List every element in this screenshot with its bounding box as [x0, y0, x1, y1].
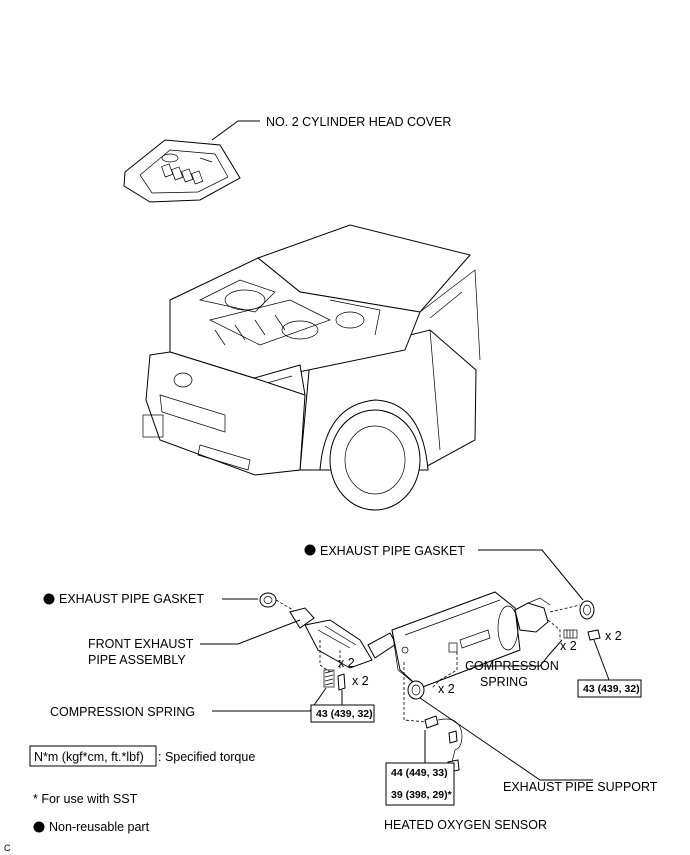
compression-right-label-line1: COMPRESSION [465, 659, 559, 673]
gasket-right-drawing [579, 600, 595, 620]
compression-right-label-line2: SPRING [480, 675, 528, 689]
head-cover-leader [211, 120, 239, 141]
compression-spring-left-drawing [323, 669, 346, 691]
torque-front-value: 43 (439, 32) [316, 708, 373, 720]
oxygen-sensor-label: HEATED OXYGEN SENSOR [384, 818, 547, 832]
gasket-left-drawing [259, 592, 277, 608]
qty-right-2: x 2 [605, 629, 622, 643]
corner-code: C [4, 843, 11, 853]
qty-left-2: x 2 [352, 674, 369, 688]
front-pipe-label-line2: PIPE ASSEMBLY [88, 653, 186, 667]
gasket-right-label: EXHAUST PIPE GASKET [320, 544, 465, 558]
main-exhaust-converter-drawing [391, 591, 551, 689]
front-pipe-label-line1: FRONT EXHAUST [88, 637, 194, 651]
gasket-right-leader [478, 549, 584, 601]
legend-torque-units: N*m (kgf*cm, ft.*lbf) [34, 750, 144, 764]
torque-box-rear [577, 679, 642, 698]
compression-right-leader [470, 639, 563, 667]
pipe-support-label: EXHAUST PIPE SUPPORT [503, 780, 658, 794]
pipe-support-leader [419, 697, 593, 781]
front-exhaust-pipe-drawing [289, 607, 397, 669]
head-cover-label: NO. 2 CYLINDER HEAD COVER [266, 115, 451, 129]
legend-torque-desc: : Specified torque [158, 750, 255, 764]
exhaust-pipe-support-drawing [407, 680, 425, 700]
qty-support: x 2 [438, 682, 455, 696]
vehicle-front-drawing [142, 224, 481, 511]
compression-left-label: COMPRESSION SPRING [50, 705, 195, 719]
torque-sensor-value-1: 44 (449, 33) [391, 767, 448, 779]
front-pipe-leader [200, 619, 301, 645]
compression-left-leader [212, 687, 327, 712]
legend-sst-note: * For use with SST [33, 792, 138, 806]
gasket-left-label: EXHAUST PIPE GASKET [59, 592, 204, 606]
torque-rear-value: 43 (439, 32) [583, 683, 640, 695]
torque-sensor-value-2: 39 (398, 29)* [391, 789, 453, 801]
legend-torque-box [29, 745, 157, 767]
non-reusable-dot-icon [304, 544, 316, 556]
qty-right-1: x 2 [560, 639, 577, 653]
torque-box-front [310, 704, 375, 723]
compression-spring-right-drawing [563, 629, 601, 641]
non-reusable-dot-icon [43, 593, 55, 605]
non-reusable-dot-icon [33, 821, 45, 833]
torque-box-sensor [385, 762, 455, 806]
cylinder-head-cover-drawing [123, 139, 241, 203]
legend-non-reusable: Non-reusable part [49, 820, 150, 834]
qty-left-1: x 2 [338, 656, 355, 670]
